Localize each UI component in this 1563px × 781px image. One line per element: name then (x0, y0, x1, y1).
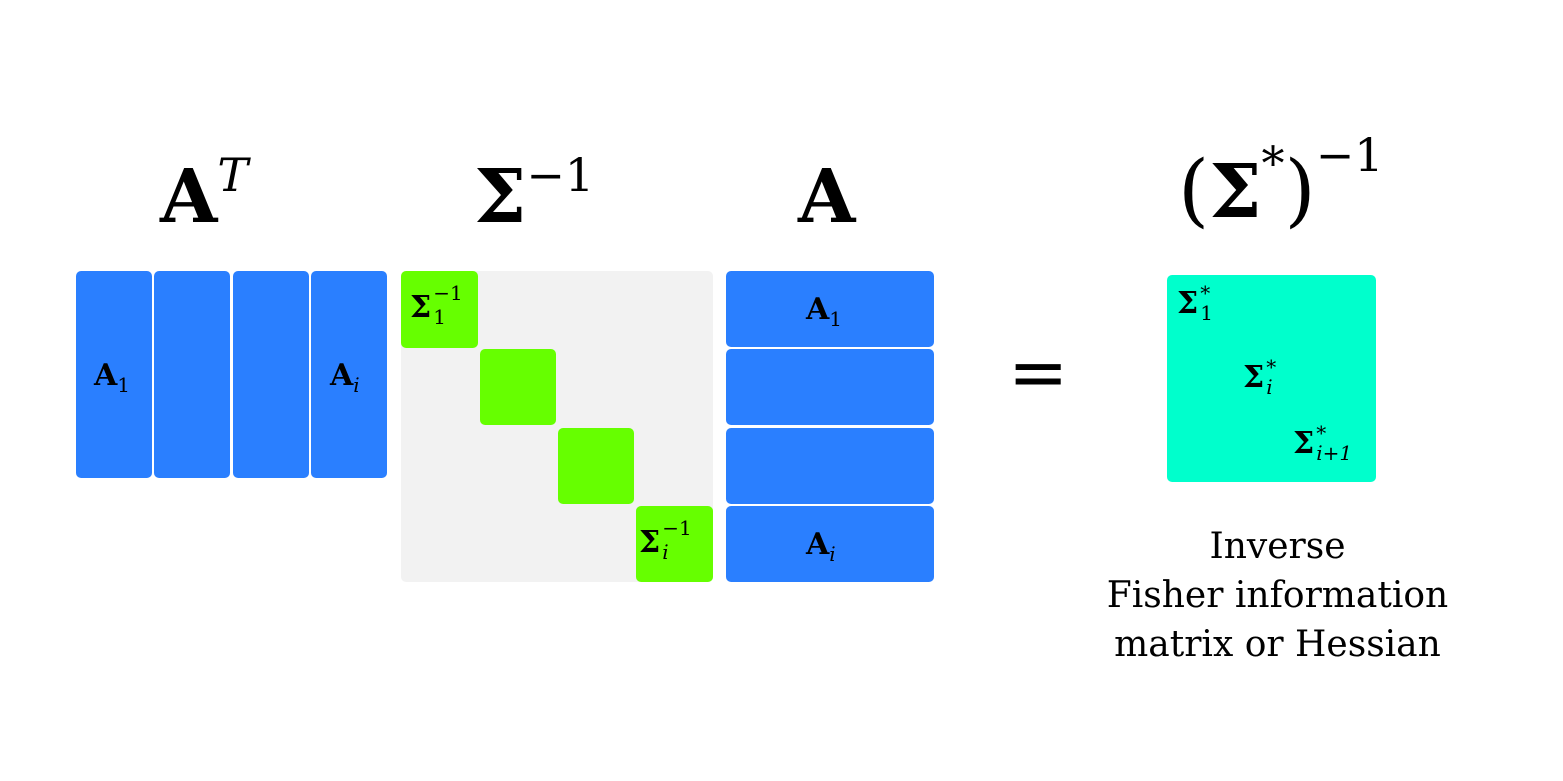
title-sigma-star-base: Σ (1209, 149, 1262, 235)
result-entry-1: Σ*1 (1177, 283, 1238, 323)
a-row-4: Ai (726, 506, 934, 582)
sigma-inverse-block-2 (480, 349, 556, 425)
title-sigma-star-star: * (1261, 136, 1285, 190)
a-row-2 (726, 349, 934, 425)
sigma-inverse-block-4-base: Σ (639, 525, 661, 560)
caption-line-1: Inverse (1209, 526, 1346, 567)
a-transpose-column-1: A1 (76, 271, 152, 478)
title-a-transpose: AT (160, 152, 248, 234)
title-sigma-inverse-sup: −1 (526, 148, 595, 202)
result-entry-2-sub: i (1266, 375, 1273, 399)
title-sigma-star-inverse: (Σ*)−1 (1178, 132, 1384, 230)
a-transpose-column-4: Ai (311, 271, 387, 478)
sigma-inverse-block-1-base: Σ (410, 290, 432, 325)
equals-sign: = (1008, 330, 1069, 414)
result-caption: Inverse Fisher information matrix or Hes… (1100, 522, 1455, 669)
a-row-4-base: A (806, 527, 830, 562)
sigma-inverse-block-1-sup: −1 (433, 281, 463, 305)
a-transpose-column-4-base: A (330, 358, 354, 393)
a-transpose-column-2 (154, 271, 230, 478)
title-a-transpose-base: A (160, 154, 218, 240)
result-entry-1-base: Σ (1177, 286, 1199, 321)
sigma-inverse-block-1-sub: 1 (433, 305, 446, 329)
a-transpose-column-3 (233, 271, 309, 478)
a-row-1-sub: 1 (829, 307, 843, 331)
a-row-4-sub: i (829, 542, 836, 566)
a-transpose-column-4-label: Ai (330, 358, 360, 397)
a-row-1: A1 (726, 271, 934, 347)
a-transpose-column-1-sub: 1 (117, 373, 131, 397)
title-sigma-inverse: Σ−1 (474, 152, 594, 234)
result-entry-3-base: Σ (1293, 426, 1315, 461)
a-row-4-label: Ai (806, 527, 836, 566)
sigma-inverse-block-4-sup: −1 (662, 516, 692, 540)
title-a: A (798, 160, 855, 234)
result-entry-1-sup: * (1200, 281, 1211, 305)
result-entry-3-sup: * (1316, 421, 1327, 445)
sigma-inverse-block-4-sub: i (662, 540, 669, 564)
a-transpose-column-4-sub: i (353, 373, 360, 397)
a-row-1-label: A1 (806, 292, 843, 331)
caption-line-3: matrix or Hessian (1114, 624, 1441, 665)
result-entry-2-sup: * (1266, 355, 1277, 379)
sigma-inverse-block-3 (558, 428, 634, 504)
title-sigma-inverse-base: Σ (474, 154, 527, 240)
a-row-3 (726, 428, 934, 504)
a-row-1-base: A (806, 292, 830, 327)
caption-line-2: Fisher information (1106, 575, 1449, 616)
a-transpose-column-1-base: A (94, 358, 118, 393)
title-open-paren: ( (1178, 143, 1210, 236)
title-sigma-star-sup: −1 (1315, 128, 1384, 182)
title-a-transpose-sup: T (217, 148, 249, 202)
result-entry-2: Σ*i (1243, 357, 1304, 397)
title-close-paren: ) (1284, 143, 1316, 236)
result-entry-3: Σ*i+1 (1293, 423, 1374, 463)
title-a-base: A (798, 154, 856, 240)
result-matrix: Σ*1 Σ*i Σ*i+1 (1167, 275, 1376, 482)
result-entry-3-sub: i+1 (1316, 441, 1353, 465)
result-entry-2-base: Σ (1243, 360, 1265, 395)
result-entry-1-sub: 1 (1200, 301, 1213, 325)
a-transpose-column-1-label: A1 (94, 358, 131, 397)
